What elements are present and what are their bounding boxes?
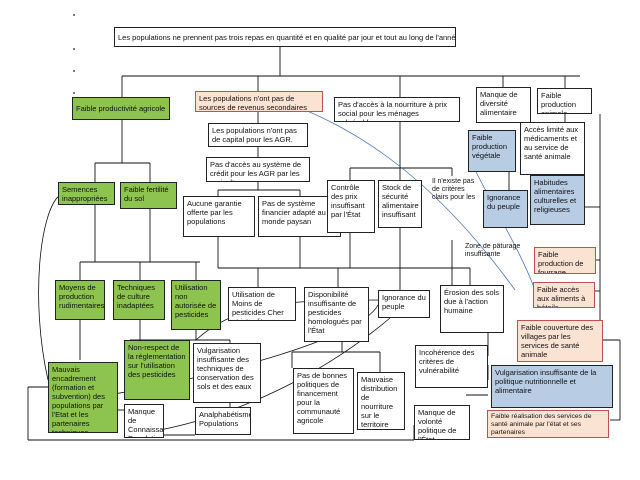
node-manque-connaissance: Manque de Connaissance Populations bbox=[124, 404, 164, 438]
node-politiques-financement: Pas de bonnes politiques de financement … bbox=[293, 368, 354, 434]
node-moins-pesticides: Utilisation de Moins de pesticides Cher … bbox=[228, 287, 296, 321]
node-disponibilite-pesticides: Disponibilité insuffisante de pesticides… bbox=[304, 287, 369, 342]
node-aucune-garantie: Aucune garantie offerte par les populati… bbox=[183, 196, 255, 237]
node-vulgarisation-conservation: Vulgarisation insuffisante des technique… bbox=[193, 343, 261, 403]
node-pas-sources-revenus: Les populations n'ont pas de sources de … bbox=[195, 91, 323, 112]
node-mauvaise-distribution: Mauvaise distribution de nourriture sur … bbox=[357, 372, 405, 430]
node-zone-paturage: Zone de pâturage insuffisante bbox=[465, 243, 521, 259]
node-erosion: Érosion des sols due à l'action humaine bbox=[440, 285, 504, 333]
node-acces-aliments-betails: Faible accès aux aliments à bétails bbox=[533, 282, 595, 308]
guide-dot bbox=[73, 14, 75, 16]
node-non-respect: Non-respect de la réglementation sur l'u… bbox=[124, 340, 190, 400]
node-couverture-villages: Faible couverture des villages par les s… bbox=[517, 320, 603, 362]
node-faible-production-vegetale: Faible production végétale bbox=[468, 130, 516, 172]
node-controle-prix: Contrôle des prix insuffisant par l'État bbox=[327, 180, 375, 233]
node-faible-realisation: Faible réalisation des services de santé… bbox=[487, 410, 609, 438]
node-capital-agr: Les populations n'ont pas de capital pou… bbox=[208, 123, 308, 147]
root-problem-box: Les populations ne prennent pas trois re… bbox=[114, 27, 456, 47]
guide-dot bbox=[73, 48, 75, 50]
node-vulgarisation-politique: Vulgarisation insuffisante de la politiq… bbox=[491, 365, 613, 408]
node-acces-nourriture-prix: Pas d'accès à la nourriture à prix socia… bbox=[334, 97, 460, 122]
node-manque-diversite: Manque de diversité alimentaire bbox=[476, 87, 531, 123]
node-acces-medicaments: Accès limité aux médicaments et au servi… bbox=[520, 122, 585, 175]
node-manque-volonte: Manque de volonté politique de l'État bbox=[414, 405, 470, 440]
guide-dot bbox=[73, 70, 75, 72]
node-habitudes: Habitudes alimentaires culturelles et re… bbox=[530, 175, 585, 225]
node-faible-productivite: Faible productivité agricole bbox=[72, 97, 170, 120]
node-utilisation-pesticides: Utilisation non autorisée de pesticides bbox=[171, 280, 221, 330]
node-ignorance-peuple-1: Ignorance du peuple bbox=[483, 190, 528, 228]
guide-dot bbox=[73, 92, 75, 94]
node-fertilite: Faible fertilité du sol bbox=[120, 182, 177, 209]
node-incoherence: Incohérence des critères de vulnérabilit… bbox=[415, 345, 488, 388]
node-faible-production-animale: Faible production animale bbox=[537, 88, 592, 114]
node-mauvais-encadrement: Mauvais encadrement (formation et subven… bbox=[48, 362, 118, 433]
node-semences: Semences inappropriées bbox=[58, 182, 115, 205]
node-stock-securite: Stock de sécurité alimentaire insuffisan… bbox=[378, 180, 422, 228]
node-techniques-culture: Techniques de culture inadaptées bbox=[113, 280, 165, 320]
node-ignorance-peuple-2: Ignorance du peuple bbox=[378, 290, 430, 318]
node-systeme-credit: Pas d'accès au système de crédit pour le… bbox=[206, 157, 310, 182]
node-moyens-production: Moyens de production rudimentaires bbox=[55, 280, 105, 320]
node-analphabetisme: Analphabétisme Populations bbox=[195, 407, 251, 435]
node-criteres-clairs: Il n'existe pas de critères clairs pour … bbox=[432, 178, 476, 202]
node-faible-fourrage: Faible production de fourrage bbox=[534, 247, 596, 274]
